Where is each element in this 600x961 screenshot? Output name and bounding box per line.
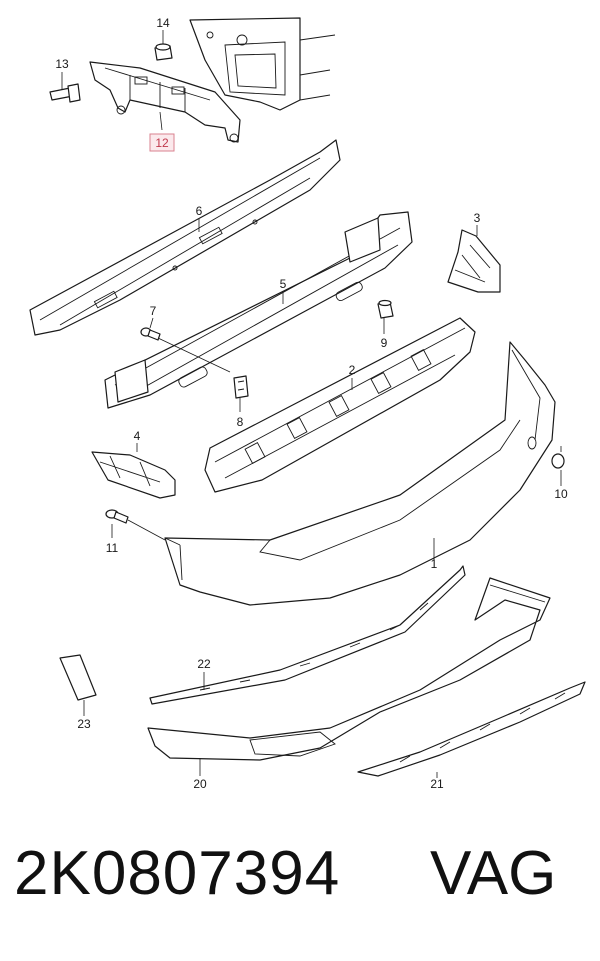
callout-5: 5	[280, 277, 287, 291]
car-body-section	[189, 17, 336, 111]
part-13-clip	[49, 83, 81, 103]
part-10-clip	[551, 453, 565, 469]
part-1-bumper-cover	[164, 341, 556, 606]
callout-21: 21	[430, 777, 444, 791]
parts-exploded-diagram: 12 14 13 6 5 3 7 9 8 2 4 10 11 1 22 23 2…	[29, 16, 586, 791]
part-21-grille-insert	[357, 681, 586, 777]
part-20-lower-diffuser	[147, 577, 551, 761]
callout-12: 12	[155, 136, 169, 150]
callout-1: 1	[431, 557, 438, 571]
callout-10: 10	[554, 487, 568, 501]
callout-14: 14	[156, 16, 170, 30]
part-number-text: 2K0807394	[14, 839, 341, 908]
part-23-panel	[59, 654, 97, 701]
part-2-absorber	[204, 317, 476, 493]
part-5-impact-bar	[104, 211, 413, 409]
callout-8: 8	[237, 415, 244, 429]
callout-7: 7	[150, 304, 157, 318]
callout-13: 13	[55, 57, 69, 71]
part-4-side-bracket	[91, 451, 176, 499]
callout-2: 2	[349, 363, 356, 377]
leader-lines	[61, 30, 562, 778]
callout-20: 20	[193, 777, 207, 791]
callout-9: 9	[381, 336, 388, 350]
part-11-screw	[105, 509, 129, 524]
callout-4: 4	[134, 429, 141, 443]
callout-3: 3	[474, 211, 481, 225]
callout-22: 22	[197, 657, 211, 671]
part-14-nut	[154, 43, 173, 61]
part-22-trim-strip	[149, 565, 466, 705]
part-8-clip	[233, 375, 249, 399]
part-3-side-bracket	[447, 229, 501, 293]
callout-12-highlight	[149, 133, 175, 152]
part-9-nut	[377, 299, 394, 319]
callout-23: 23	[77, 717, 91, 731]
callout-11: 11	[106, 541, 119, 555]
brand-text: VAG	[430, 839, 557, 908]
callout-6: 6	[196, 204, 203, 218]
callouts: 12 14 13 6 5 3 7 9 8 2 4 10 11 1 22 23 2…	[55, 16, 568, 791]
part-7-bolt	[140, 327, 161, 341]
part-6-support-bar	[29, 139, 341, 336]
part-12-bracket	[89, 61, 241, 143]
